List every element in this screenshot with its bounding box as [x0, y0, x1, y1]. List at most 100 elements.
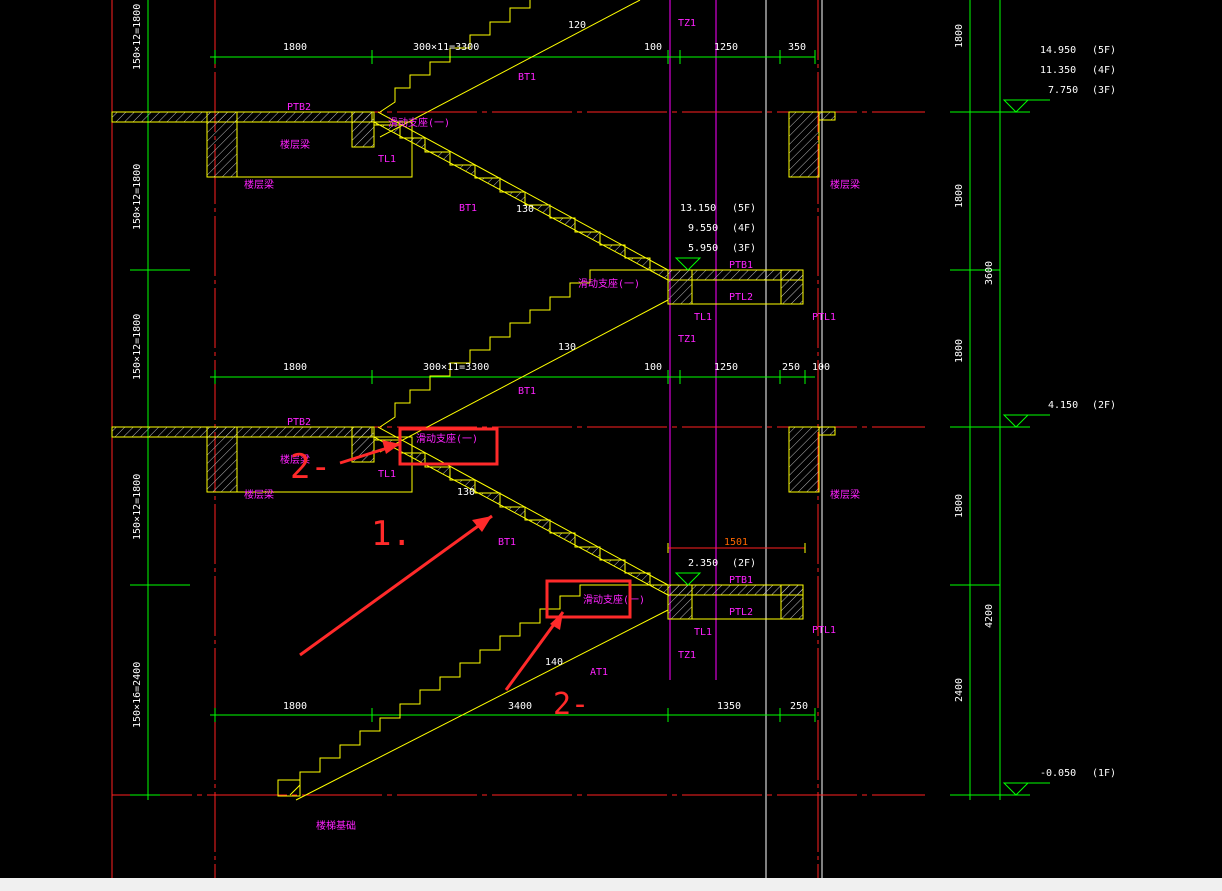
right-dim-1: 1800	[954, 24, 965, 48]
label-ptb2-mid: PTB2	[287, 417, 311, 428]
label-slide-support-b: 滑动支座(一)	[578, 277, 640, 290]
label-ptb2-top: PTB2	[287, 102, 311, 113]
level-marks: 14.950 (5F) 11.350 (4F) 7.750 (3F) 13.15…	[674, 45, 1116, 796]
right-height-dims: 1800 1800 3600 1800 1800 4200 2400	[954, 24, 995, 702]
dim-r3-3400: 3400	[508, 701, 532, 712]
dim-r3-1800: 1800	[283, 701, 307, 712]
level-minus0050: -0.050	[1040, 768, 1076, 779]
right-dim-7: 2400	[954, 678, 965, 702]
level-11350: 11.350	[1040, 65, 1076, 76]
label-ptb1-top: PTB1	[729, 260, 753, 271]
label-stair-foundation: 楼梯基础	[316, 819, 356, 832]
horizontal-dimension-text: 1800 300×11=3300 100 1250 350 1800 300×1…	[283, 42, 830, 712]
dim-r2-1250: 1250	[714, 362, 738, 373]
level-2f-a: (2F)	[1092, 400, 1116, 411]
height-dim-5: 150×16=2400	[132, 662, 143, 728]
label-ptl2-top: PTL2	[729, 292, 753, 303]
right-dim-5: 1800	[954, 494, 965, 518]
dim-r1-1800: 1800	[283, 42, 307, 53]
status-bar	[0, 878, 1222, 891]
label-floor-beam-d: 楼层梁	[280, 453, 310, 466]
annotation-box-lower	[545, 579, 632, 619]
slope-label-120: 120	[568, 20, 586, 31]
label-ptb1-low: PTB1	[729, 575, 753, 586]
level-5950: 5.950	[688, 243, 718, 254]
dim-r2-100: 100	[644, 362, 662, 373]
label-tz1-c: TZ1	[678, 650, 696, 661]
level-7750: 7.750	[1048, 85, 1078, 96]
level-3f-b: (3F)	[732, 243, 756, 254]
left-height-dims: 150×12=1800 150×12=1800 150×12=1800 150×…	[132, 4, 143, 728]
label-floor-beam-a: 楼层梁	[280, 138, 310, 151]
label-tl1-c: TL1	[694, 312, 712, 323]
annotation-arrow-1	[299, 514, 493, 657]
right-dim-2: 1800	[954, 184, 965, 208]
horizontal-dimension-lines	[210, 50, 816, 722]
dim-r1-1250: 1250	[714, 42, 738, 53]
right-dim-4: 1800	[954, 339, 965, 363]
dim-top-span: 1501	[724, 537, 748, 548]
dim-r3-1350: 1350	[717, 701, 741, 712]
label-slide-support-a: 滑动支座(一)	[388, 116, 450, 129]
height-dim-3: 150×12=1800	[132, 314, 143, 380]
slope-label-130-a: 130	[516, 204, 534, 215]
height-dim-2: 150×12=1800	[132, 164, 143, 230]
slope-label-140: 140	[545, 657, 563, 668]
right-dim-6: 4200	[984, 604, 995, 628]
handwritten-2b: 2-	[553, 687, 589, 722]
label-slide-support-d: 滑动支座(一)	[583, 593, 645, 606]
slope-label-130-c: 130	[457, 487, 475, 498]
label-tl1-d: TL1	[694, 627, 712, 638]
annotation-box-upper	[398, 427, 499, 466]
label-ptl1-low: PTL1	[812, 625, 836, 636]
dim-r1-100: 100	[644, 42, 662, 53]
annotation-arrowhead-2b	[550, 612, 563, 630]
label-floor-beam-b: 楼层梁	[244, 178, 274, 191]
user-annotations: 1. 2- 2-	[290, 427, 632, 722]
label-bt1-d: BT1	[498, 537, 516, 548]
label-floor-beam-c: 楼层梁	[830, 178, 860, 191]
level-4150: 4.150	[1048, 400, 1078, 411]
label-at1: AT1	[590, 667, 608, 678]
level-3f-a: (3F)	[1092, 85, 1116, 96]
level-13150: 13.150	[680, 203, 716, 214]
slope-label-130-b: 130	[558, 342, 576, 353]
label-ptl2-low: PTL2	[729, 607, 753, 618]
label-bt1-b: BT1	[459, 203, 477, 214]
handwritten-1: 1.	[371, 514, 412, 554]
label-tz1-a: TZ1	[678, 18, 696, 29]
level-4f-a: (4F)	[1092, 65, 1116, 76]
dim-r2-250: 250	[782, 362, 800, 373]
dim-r2-100b: 100	[812, 362, 830, 373]
right-dim-3: 3600	[984, 261, 995, 285]
level-4f-b: (4F)	[732, 223, 756, 234]
level-5f-a: (5F)	[1092, 45, 1116, 56]
dim-r2-3300: 300×11=3300	[423, 362, 489, 373]
label-floor-beam-f: 楼层梁	[830, 488, 860, 501]
label-bt1-a: BT1	[518, 72, 536, 83]
label-ptl1-top: PTL1	[812, 312, 836, 323]
handwritten-2a: 2-	[290, 447, 331, 487]
label-bt1-c: BT1	[518, 386, 536, 397]
dim-r1-3300: 300×11=3300	[413, 42, 479, 53]
dim-r2-1800: 1800	[283, 362, 307, 373]
landing-slabs	[111, 111, 836, 797]
label-floor-beam-e: 楼层梁	[244, 488, 274, 501]
label-slide-support-c: 滑动支座(一)	[416, 432, 478, 445]
stair-flights	[289, 0, 669, 801]
height-dim-1: 150×12=1800	[132, 4, 143, 70]
label-tl1-a: TL1	[378, 154, 396, 165]
level-2350: 2.350	[688, 558, 718, 569]
dim-r3-250: 250	[790, 701, 808, 712]
annotation-arrowhead-2a	[382, 440, 400, 454]
component-labels: PTB2 PTB2 PTB1 PTB1 PTL2 PTL2 PTL1 PTL1 …	[244, 18, 860, 832]
level-9550: 9.550	[688, 223, 718, 234]
level-2f-b: (2F)	[732, 558, 756, 569]
label-tl1-b: TL1	[378, 469, 396, 480]
level-14950: 14.950	[1040, 45, 1076, 56]
vertical-axis-lines	[111, 0, 1001, 878]
level-5f-b: (5F)	[732, 203, 756, 214]
annotation-arrowhead-1	[472, 516, 492, 532]
